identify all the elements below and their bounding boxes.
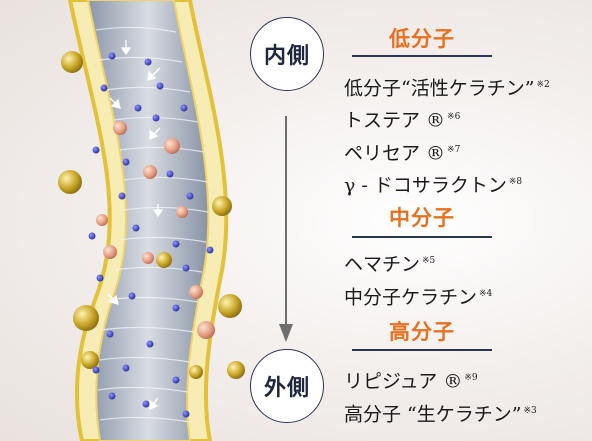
ingredient-item: γ - ドコサラクトン※8 (344, 169, 522, 198)
ingredient-name: ペリセア ® (344, 142, 446, 165)
ingredient-name: ヘマチン (344, 253, 421, 276)
heading-medium-molecular: 中分子 (389, 205, 455, 230)
ingredient-item: ペリセア ®※7 (344, 137, 460, 166)
heading-low-molecular: 低分子 (389, 26, 455, 51)
footnote-mark: ※5 (422, 256, 436, 266)
ingredient-item: トステア ®※6 (344, 104, 460, 133)
arrow-down-icon (279, 116, 293, 342)
ingredient-item: 低分子“活性ケラチン”※2 (344, 72, 550, 101)
divider (352, 349, 492, 351)
footnote-mark: ※7 (447, 145, 461, 155)
inner-label: 内側 (250, 17, 324, 91)
ingredient-item: ヘマチン※5 (344, 248, 435, 277)
ingredient-name: リピジュア ® (344, 370, 463, 393)
footnote-mark: ※3 (523, 406, 537, 416)
ingredient-name: 高分子 “生ケラチン” (344, 403, 522, 426)
hair-strand-illustration (58, 0, 245, 441)
footnote-mark: ※8 (508, 177, 523, 187)
footnote-mark: ※9 (464, 373, 478, 383)
ingredient-name: γ - ドコサラクトン (344, 174, 507, 197)
ingredient-name: 低分子“活性ケラチン” (344, 77, 535, 100)
divider (352, 236, 492, 238)
outer-label: 外側 (250, 349, 324, 423)
footnote-mark: ※4 (479, 289, 493, 299)
footnote-mark: ※2 (536, 80, 550, 90)
heading-high-molecular: 高分子 (389, 319, 455, 344)
ingredient-name: トステア ® (344, 109, 446, 132)
ingredient-item: リピジュア ®※9 (344, 365, 478, 394)
footnote-mark: ※6 (447, 112, 461, 122)
ingredient-item: 中分子ケラチン※4 (344, 281, 492, 310)
ingredient-item: 高分子 “生ケラチン”※3 (344, 398, 537, 427)
divider (352, 55, 492, 57)
ingredient-name: 中分子ケラチン (344, 286, 478, 309)
